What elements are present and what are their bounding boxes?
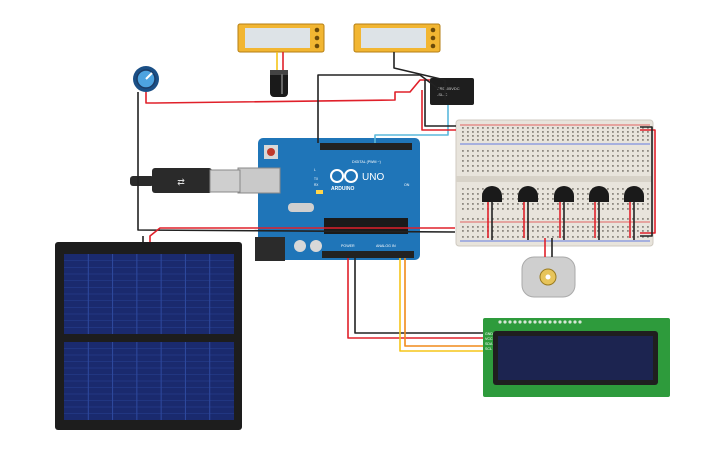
lcd-display[interactable]: GND VCC SDA SCL (483, 318, 670, 397)
rx-label: RX (314, 183, 319, 187)
breadboard[interactable] (455, 119, 654, 247)
wire-lcd-red[interactable] (347, 258, 483, 339)
transistor-5[interactable] (624, 186, 644, 202)
wire-lcd-yellow[interactable] (399, 258, 483, 352)
analog-header-label: ANALOG IN (376, 244, 396, 248)
lcd-pin-vcc: VCC (485, 337, 493, 341)
dc-motor[interactable] (521, 256, 576, 298)
relay-text-1: SRD-05VDC (437, 86, 460, 91)
wire-black-relay[interactable] (424, 80, 456, 127)
wires (137, 52, 656, 352)
usb-plug-icon: ⇄ (177, 177, 185, 187)
wire-lcd-black[interactable] (354, 258, 483, 334)
lcd-pin-scl: SCL (485, 347, 492, 351)
wire-black-right[interactable] (640, 126, 653, 237)
relay-text-2: -SL-C (437, 92, 448, 97)
voltmeter-left[interactable] (237, 23, 325, 53)
transistor-2[interactable] (518, 186, 538, 202)
wire-red-relay[interactable] (421, 90, 456, 131)
wire-solar-red[interactable] (149, 227, 455, 242)
arduino-logo-icon (330, 169, 358, 183)
wire-red-right[interactable] (640, 129, 656, 234)
l-label: L (314, 168, 316, 172)
relay[interactable]: SRD-05VDC -SL-C (430, 78, 474, 105)
transistors[interactable] (482, 186, 644, 202)
power-header-label: POWER (341, 244, 355, 248)
transistor-3[interactable] (554, 186, 574, 202)
transistor-1[interactable] (482, 186, 502, 202)
wire-black-arduino-top[interactable] (317, 74, 441, 143)
lcd-pin-sda: SDA (485, 342, 493, 346)
solar-panel[interactable] (55, 242, 242, 430)
tx-label: TX (314, 177, 319, 181)
arduino-logo-text: ARDUINO (331, 186, 354, 192)
arduino-uno[interactable]: ARDUINO UNO DIGITAL (PWM ~) POWER ANALOG… (237, 138, 420, 261)
potentiometer-icon (145, 72, 153, 80)
arduino-model: UNO (362, 172, 384, 183)
capacitor[interactable] (270, 70, 288, 97)
wire-lcd-orange[interactable] (404, 258, 483, 347)
wire-cyan[interactable] (374, 105, 449, 143)
on-label: ON (404, 183, 410, 187)
transistor-4[interactable] (589, 186, 609, 202)
wire-meter-right-black[interactable] (393, 52, 446, 100)
lcd-pin-gnd: GND (485, 332, 493, 336)
voltmeter-right[interactable] (353, 23, 441, 53)
potentiometer[interactable] (133, 66, 159, 92)
wire-red-top[interactable] (145, 79, 430, 104)
digital-header-label: DIGITAL (PWM ~) (352, 160, 381, 164)
usb-cable[interactable]: ⇄ (130, 168, 241, 193)
wire-black-ground[interactable] (137, 92, 456, 233)
